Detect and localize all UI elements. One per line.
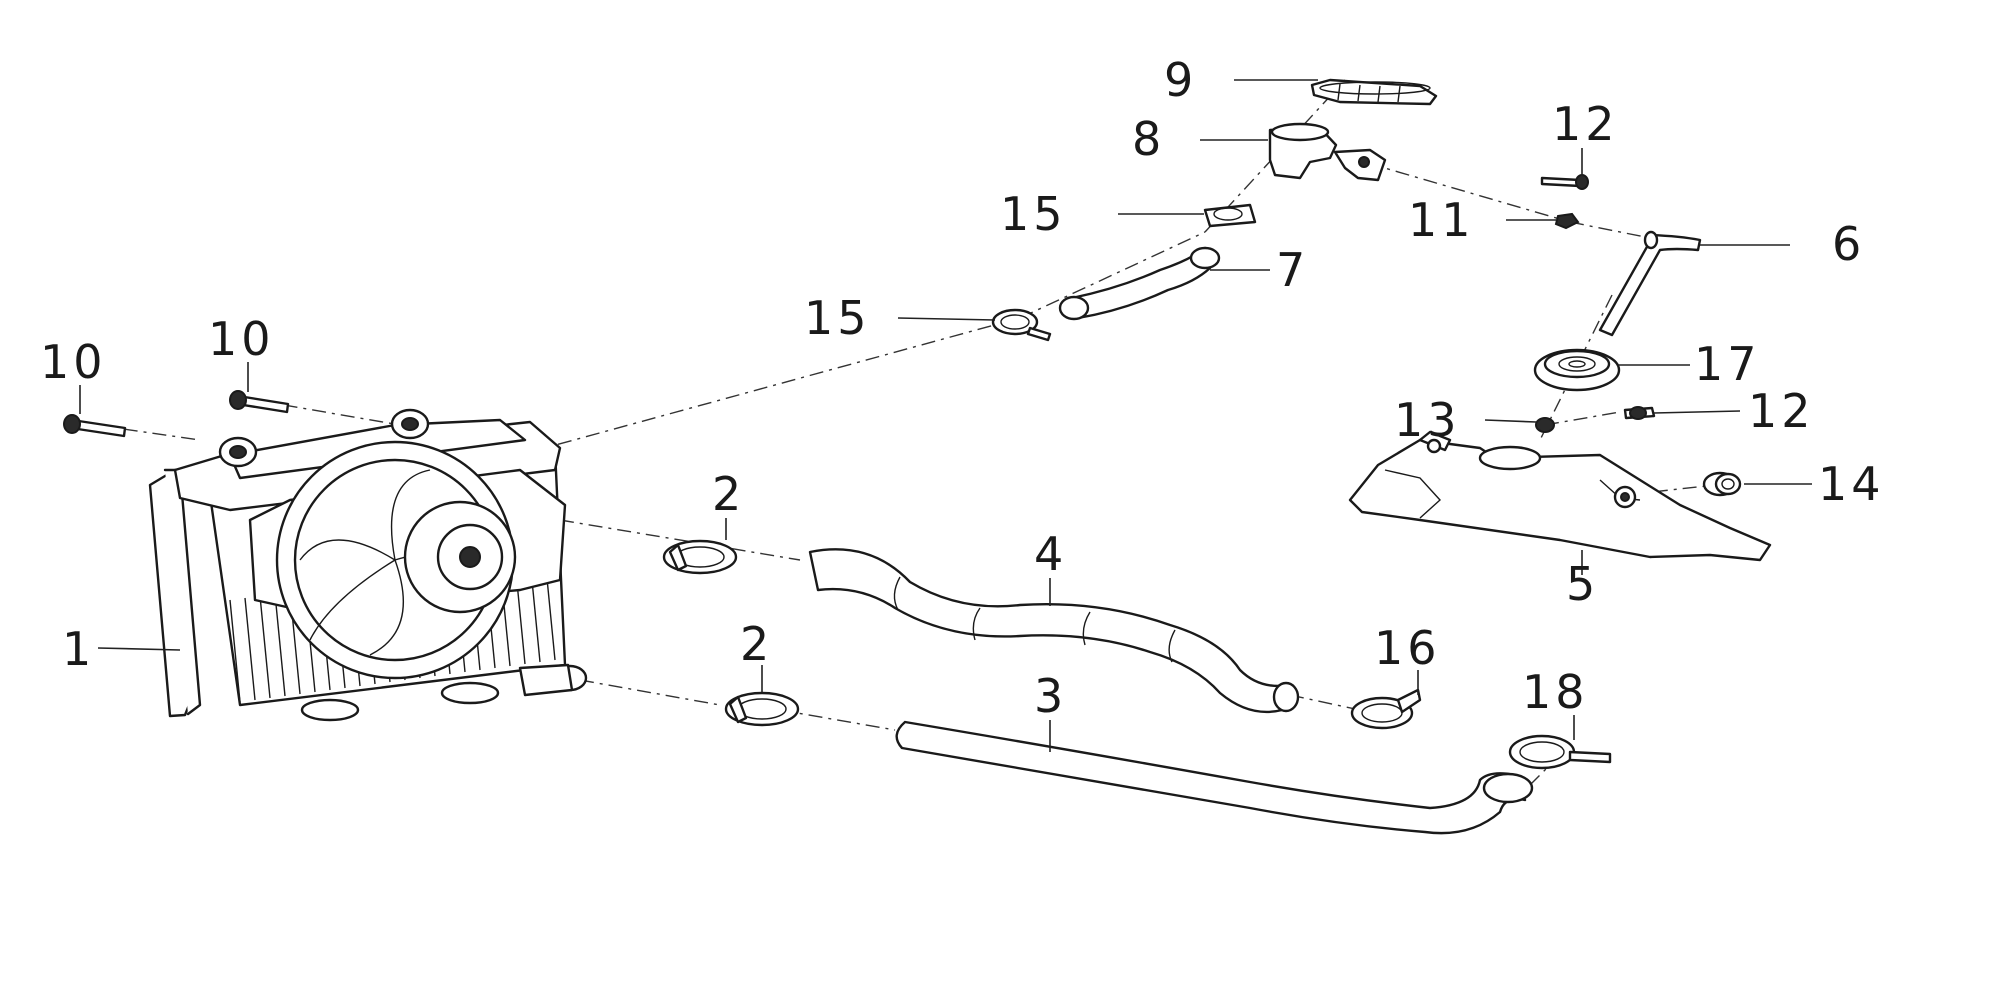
overflow-hose: [1058, 246, 1221, 321]
bolt-10-right: [229, 390, 290, 414]
part-number-labels: 1 2 2 3 4 5 6 7 8 9 10 10 11 12 12 13 14…: [40, 53, 1885, 723]
callout-10: 10: [40, 335, 107, 389]
callout-4: 4: [1034, 527, 1067, 581]
clamp-16: [1350, 688, 1422, 730]
callout-5: 5: [1566, 557, 1599, 611]
screw-12-upper: [1540, 174, 1589, 190]
clamp-15-upper: [1203, 203, 1257, 228]
radiator-assembly: [63, 390, 588, 722]
callout-6: 6: [1832, 217, 1865, 271]
callout-15: 15: [1000, 187, 1067, 241]
callout-16: 16: [1374, 621, 1441, 675]
callout-11: 11: [1408, 193, 1475, 247]
lower-hose: [895, 720, 1534, 835]
callout-3: 3: [1034, 669, 1067, 723]
callout-9: 9: [1164, 53, 1197, 107]
callout-13: 13: [1394, 393, 1461, 447]
breather-hose: [1598, 230, 1702, 337]
filler-cap: [1310, 78, 1438, 106]
screw-12-lower: [1623, 406, 1656, 420]
callout-10: 10: [208, 312, 275, 366]
clamp-18: [1508, 734, 1612, 770]
callout-12: 12: [1552, 97, 1619, 151]
callout-17: 17: [1694, 337, 1761, 391]
nut-13: [1535, 417, 1555, 433]
callout-15: 15: [804, 291, 871, 345]
callout-18: 18: [1522, 665, 1589, 719]
leader-lines: [79, 79, 1812, 752]
reservoir-tank: [1348, 430, 1772, 562]
callout-14: 14: [1818, 457, 1885, 511]
callout-2: 2: [712, 467, 745, 521]
nut-11: [1554, 212, 1580, 230]
upper-hose: [808, 548, 1300, 714]
clamp-2-upper: [662, 539, 738, 575]
callout-1: 1: [62, 622, 95, 676]
clamp-2-lower: [724, 691, 800, 727]
callout-2: 2: [740, 617, 773, 671]
clamp-15-lower: [991, 308, 1052, 342]
callout-8: 8: [1132, 112, 1165, 166]
grommet-14: [1702, 471, 1742, 497]
reservoir-cap: [1533, 348, 1621, 392]
filler-neck: [1268, 122, 1387, 182]
bolt-10-left: [63, 414, 127, 438]
callout-7: 7: [1276, 243, 1309, 297]
callout-12: 12: [1748, 384, 1815, 438]
